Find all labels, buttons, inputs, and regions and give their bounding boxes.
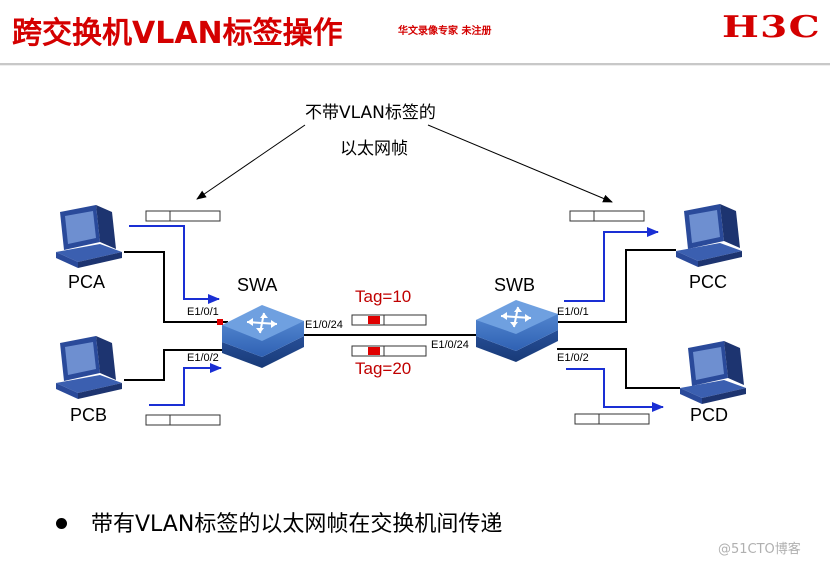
flow-arrow-pca — [129, 225, 220, 304]
cable-swb-pcc — [557, 249, 676, 323]
tagged-frame-vlan10 — [351, 314, 427, 326]
tag-10-label: Tag=10 — [355, 287, 412, 306]
untagged-frame-pcb — [145, 414, 221, 426]
pc-pca-icon — [56, 205, 122, 268]
untagged-frame-pca — [145, 210, 221, 222]
flow-arrow-pcc — [564, 227, 659, 302]
pc-pcd-icon — [680, 341, 746, 404]
pcb-label: PCB — [70, 405, 108, 425]
swb-label: SWB — [494, 275, 536, 295]
recorder-watermark: 华文录像专家 未注册 — [398, 26, 492, 37]
footer-watermark: @51CTO博客 — [718, 542, 801, 557]
swa-port-e101: E1/0/1 — [187, 306, 219, 318]
bullet-dot-icon — [56, 517, 67, 529]
switch-swb-icon — [476, 300, 558, 362]
swa-port-e102: E1/0/2 — [187, 352, 219, 364]
annotation-arrow-right — [427, 124, 613, 203]
swa-port-e1024: E1/0/24 — [305, 319, 343, 331]
annotation-arrow-left — [196, 124, 306, 200]
page-title: 跨交换机VLAN标签操作 — [12, 16, 343, 51]
swa-label: SWA — [237, 275, 278, 295]
bullet-text: 带有VLAN标签的以太网帧在交换机间传递 — [91, 512, 503, 537]
swb-port-e101: E1/0/1 — [557, 306, 589, 318]
bullet-point: 带有VLAN标签的以太网帧在交换机间传递 — [56, 506, 502, 538]
tagged-frame-vlan20 — [351, 345, 427, 357]
pcd-label: PCD — [690, 405, 729, 425]
pcc-label: PCC — [689, 272, 728, 292]
header-divider — [0, 63, 830, 65]
annotation-line-1: 不带VLAN标签的 — [305, 103, 436, 123]
tag-20-label: Tag=20 — [355, 359, 412, 378]
cable-pcb-swa — [124, 349, 222, 381]
annotation-line-2: 以太网帧 — [340, 139, 408, 159]
pc-pcc-icon — [676, 204, 742, 267]
h3c-logo: H3C — [722, 10, 821, 45]
flow-arrow-pcd — [566, 368, 664, 412]
header-divider-shadow — [0, 65, 830, 66]
flow-arrow-pcb — [149, 363, 222, 406]
untagged-frame-pcc — [569, 210, 645, 222]
swb-port-e1024: E1/0/24 — [431, 339, 469, 351]
swb-port-e102: E1/0/2 — [557, 352, 589, 364]
pc-pcb-icon — [56, 336, 122, 399]
header-bar — [0, 0, 830, 62]
untagged-frame-pcd — [574, 413, 650, 425]
cable-pca-swa — [124, 251, 228, 323]
switch-swa-icon — [217, 305, 304, 368]
pca-label: PCA — [68, 272, 106, 292]
cable-swb-pcd — [557, 348, 680, 389]
